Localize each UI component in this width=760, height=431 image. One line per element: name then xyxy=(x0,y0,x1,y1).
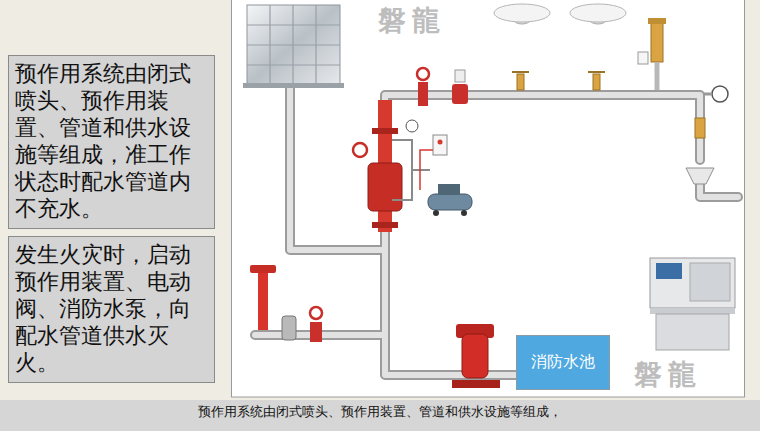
gate-valve xyxy=(310,322,322,342)
caption-text: 预作用系统由闭式喷头、预作用装置、管道和供水设施等组成， xyxy=(0,403,760,421)
pump-adapter xyxy=(258,272,268,330)
air-compressor xyxy=(428,194,472,210)
valve-handwheel xyxy=(310,307,322,319)
node-text: 消防水池 xyxy=(531,352,595,373)
sprinkler-deflector xyxy=(588,71,605,73)
compressor-motor xyxy=(438,184,460,195)
tank-panel-seams xyxy=(247,5,340,85)
sprinkler-deflector xyxy=(512,71,529,73)
vent-pipe xyxy=(655,62,660,90)
closed-sprinkler xyxy=(517,74,524,90)
smoke-detector xyxy=(570,4,626,22)
pipe-outline xyxy=(255,85,738,375)
check-valve xyxy=(282,316,296,340)
pump-base xyxy=(452,380,500,388)
valve-flange xyxy=(372,128,398,134)
tank-base xyxy=(243,83,344,88)
pipe xyxy=(255,85,738,375)
wheel xyxy=(433,210,439,216)
controller-cabinet xyxy=(656,314,729,350)
trim-piping xyxy=(392,140,430,200)
indicator-light xyxy=(438,140,443,145)
watermark: 磐龍 xyxy=(378,2,446,40)
note-box: 发生火灾时，启动预作用装置、电动阀、消防水泵，向配水管道供水灭火。 xyxy=(8,236,215,383)
signal-wire xyxy=(420,150,433,190)
test-valve xyxy=(695,118,705,138)
note-box: 预作用系统由闭式喷头、预作用装置、管道和供水设施等组成，准工作状态时配水管道内不… xyxy=(8,55,215,229)
adapter-head xyxy=(250,265,276,273)
gate-valve xyxy=(418,82,428,106)
valve-actuator xyxy=(455,70,465,82)
valve-handwheel xyxy=(353,143,367,157)
drain-funnel xyxy=(686,168,714,184)
pressure-gauge xyxy=(712,86,728,102)
controller-desk xyxy=(650,308,735,314)
smoke-detector xyxy=(494,4,550,22)
fire-pool: 消防水池 xyxy=(516,335,610,390)
exhaust-valve xyxy=(651,22,663,62)
watermark: 磐龍 xyxy=(634,356,702,394)
valve-handwheel xyxy=(417,68,429,80)
controller-screen xyxy=(656,263,682,279)
gauge-pipe xyxy=(704,93,712,96)
pressure-gauge xyxy=(406,120,418,132)
fire-alarm-controller xyxy=(650,258,735,308)
control-box xyxy=(433,135,447,155)
drawing-panel xyxy=(232,0,745,397)
controller-buttons xyxy=(690,263,730,301)
node-text: 发生火灾时，启动预作用装置、电动阀、消防水泵，向配水管道供水灭火。 xyxy=(15,241,208,376)
valve-flange xyxy=(372,222,398,228)
preaction-valve xyxy=(368,163,402,211)
water-tank xyxy=(247,5,340,85)
exhaust-cap xyxy=(648,18,666,24)
closed-sprinkler xyxy=(593,74,600,90)
wheel xyxy=(461,210,467,216)
fire-pump xyxy=(462,334,488,378)
caption-bar xyxy=(0,400,760,431)
solenoid-box xyxy=(638,52,648,64)
node-text: 预作用系统由闭式喷头、预作用装置、管道和供水设施等组成，准工作状态时配水管道内不… xyxy=(15,60,208,222)
electric-valve xyxy=(452,84,468,104)
